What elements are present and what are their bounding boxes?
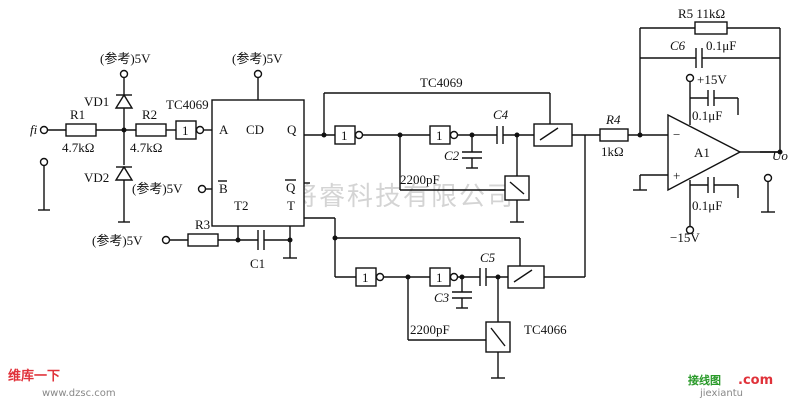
svg-text:(参考)5V: (参考)5V [92,233,143,248]
svg-text:TC4066: TC4066 [524,322,567,337]
b-supply: (参考)5V [132,181,212,196]
svg-text:R5 11kΩ: R5 11kΩ [678,6,725,21]
svg-text:R4: R4 [605,112,621,127]
svg-text:Q: Q [286,180,296,195]
svg-text:0.1μF: 0.1μF [706,38,736,53]
svg-text:4.7kΩ: 4.7kΩ [62,140,94,155]
svg-text:C2: C2 [444,148,460,163]
svg-text:+: + [673,168,680,183]
svg-text:R3: R3 [195,217,210,232]
svg-text:A1: A1 [694,145,710,160]
timing-r3-c1: (参考)5V R3 C1 [92,217,297,271]
monostable-ic: A CD Q B Q T T2 [211,99,305,227]
inverter-input: 1 TC4069 [166,97,212,140]
svg-text:www.dzsc.com: www.dzsc.com [42,388,116,399]
diode-vd2: VD2 [84,130,134,223]
svg-text:C5: C5 [480,250,496,265]
svg-text:0.1μF: 0.1μF [692,108,722,123]
svg-text:C4: C4 [493,107,509,122]
logo-left: 维库一下 www.dzsc.com [8,368,116,399]
svg-text:2200pF: 2200pF [400,172,440,187]
resistor-r2: R2 4.7kΩ [130,107,176,155]
opamp-stage: R4 1kΩ R5 11kΩ C6 0.1μF − + A1 Uo [599,6,788,245]
svg-text:接线图: 接线图 [688,373,721,387]
svg-text:Uo: Uo [772,148,788,163]
svg-text:4.7kΩ: 4.7kΩ [130,140,162,155]
svg-text:0.1μF: 0.1μF [692,198,722,213]
svg-text:C3: C3 [434,290,450,305]
svg-text:维库一下: 维库一下 [8,368,60,384]
svg-text:1kΩ: 1kΩ [601,144,624,159]
resistor-r1: R1 4.7kΩ [62,107,136,155]
svg-text:TC4069: TC4069 [420,75,463,90]
svg-text:A: A [219,122,229,137]
lower-chain: 1 1 C3 2200pF C5 TC4 [304,135,586,379]
svg-text:(参考)5V: (参考)5V [100,51,151,66]
svg-text:fi: fi [30,122,38,137]
logo-right: 接线图 .com jiexiantu [688,373,773,399]
svg-text:1: 1 [362,270,369,285]
svg-text:VD1: VD1 [84,94,109,109]
upper-chain: TC4069 1 1 C2 2200pF C4 [304,75,600,223]
svg-text:B: B [219,181,228,196]
diode-vd1: (参考)5V VD1 [84,51,151,130]
svg-text:C1: C1 [250,256,265,271]
svg-text:1: 1 [341,128,348,143]
input-fi: fi [30,122,66,211]
svg-text:1: 1 [436,128,443,143]
svg-text:R2: R2 [142,107,157,122]
svg-text:jiexiantu: jiexiantu [699,388,743,399]
svg-text:1: 1 [436,270,443,285]
svg-text:.com: .com [738,373,773,388]
svg-text:−15V: −15V [670,230,700,245]
svg-text:C6: C6 [670,38,686,53]
svg-text:VD2: VD2 [84,170,109,185]
svg-text:TC4069: TC4069 [166,97,209,112]
svg-text:(参考)5V: (参考)5V [232,51,283,66]
svg-text:R1: R1 [70,107,85,122]
svg-text:(参考)5V: (参考)5V [132,181,183,196]
svg-text:1: 1 [182,123,189,138]
svg-text:T2: T2 [234,198,248,213]
cd-supply: (参考)5V [232,51,283,100]
svg-text:T: T [287,198,295,213]
svg-text:2200pF: 2200pF [410,322,450,337]
svg-text:CD: CD [246,122,264,137]
svg-text:−: − [673,127,680,142]
svg-text:Q: Q [287,122,297,137]
svg-text:+15V: +15V [697,72,727,87]
